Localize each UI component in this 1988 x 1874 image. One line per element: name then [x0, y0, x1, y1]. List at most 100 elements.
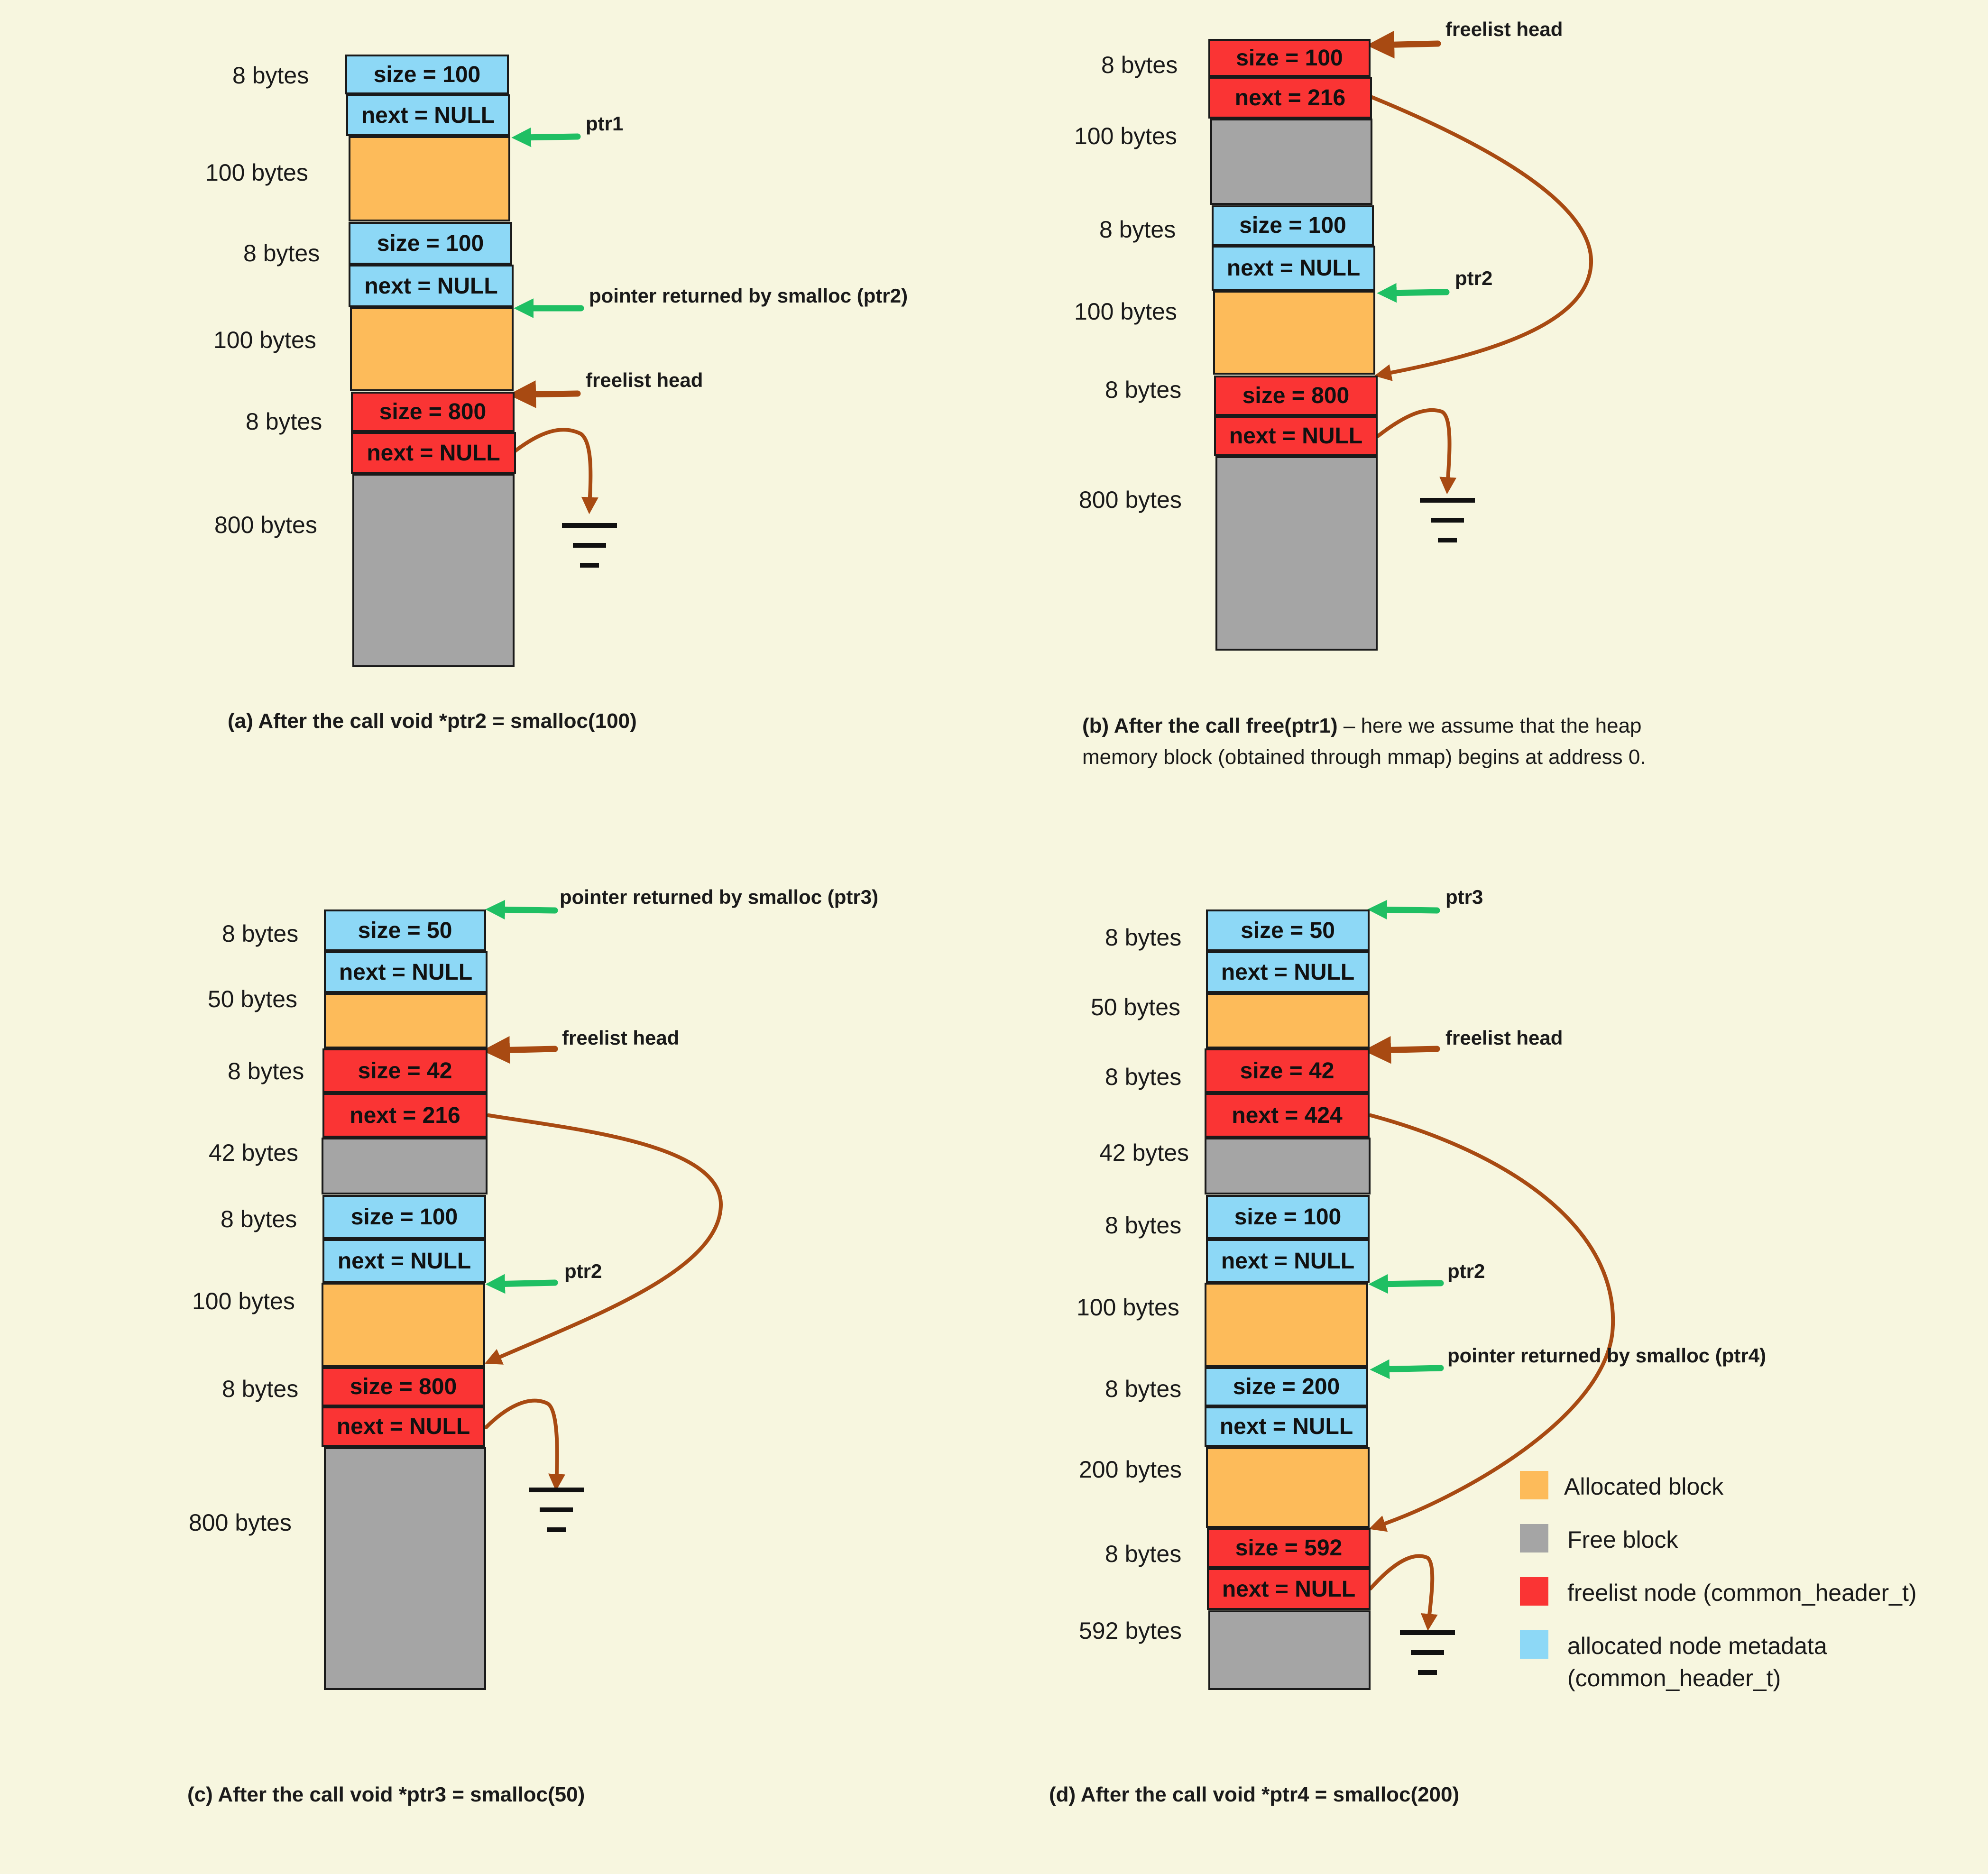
- panel-c-size-label: 8 bytes: [228, 1058, 304, 1084]
- panel-c-block: next = NULL: [322, 1239, 486, 1283]
- panel-a-size-label: 8 bytes: [243, 240, 320, 266]
- panel-d-size-label: 8 bytes: [1105, 1376, 1182, 1402]
- panel-c-block: size = 42: [322, 1048, 488, 1093]
- next-216-arrow: [1370, 95, 1593, 381]
- panel-d-annotation-ptr3: ptr3: [1445, 886, 1483, 908]
- panel-a-size-label: 100 bytes: [213, 327, 316, 353]
- pointer-arrow: [1368, 1274, 1444, 1294]
- panel-b-size-label: 8 bytes: [1101, 52, 1178, 78]
- panel-a-annotation-ptr2: pointer returned by smalloc (ptr2): [589, 285, 908, 307]
- panel-b-block: next = NULL: [1214, 416, 1378, 456]
- panel-a-size-label: 8 bytes: [246, 408, 322, 435]
- panel-b-annotation-freelist-head: freelist head: [1445, 18, 1563, 40]
- caption-a: (a) After the call void *ptr2 = smalloc(…: [228, 709, 637, 733]
- panel-d-annotation-ptr2: ptr2: [1447, 1260, 1485, 1282]
- caption-c: (c) After the call void *ptr3 = smalloc(…: [187, 1783, 585, 1806]
- panel-a-block: next = NULL: [346, 94, 510, 136]
- pointer-arrow: [1377, 283, 1450, 303]
- panel-a-block: size = 100: [345, 55, 509, 94]
- panel-d-annotation-ptr4: pointer returned by smalloc (ptr4): [1447, 1344, 1767, 1367]
- panel-a-annotation-freelist-head: freelist head: [586, 369, 703, 391]
- panel-c-block: [322, 1283, 485, 1367]
- panel-a-block: size = 100: [349, 222, 512, 265]
- panel-c-size-label: 8 bytes: [221, 1206, 297, 1232]
- caption-b-rest-1: – here we assume that the heap: [1337, 714, 1642, 737]
- caption-d: (d) After the call void *ptr4 = smalloc(…: [1049, 1783, 1460, 1806]
- panel-b-block: next = 216: [1208, 77, 1372, 119]
- caption-b: (b) After the call free(ptr1) – here we …: [1082, 710, 1646, 773]
- panel-c-size-label: 100 bytes: [192, 1288, 295, 1314]
- panel-c-block: next = NULL: [324, 951, 488, 993]
- panel-b-size-label: 100 bytes: [1074, 123, 1177, 149]
- panel-b-block: size = 800: [1214, 376, 1378, 416]
- pointer-arrow: [1367, 900, 1440, 920]
- panel-c-block: size = 100: [322, 1195, 486, 1239]
- panel-d-block: [1208, 1610, 1371, 1690]
- panel-c-block: size = 50: [324, 909, 486, 951]
- panel-d-block: size = 50: [1206, 909, 1370, 951]
- freelist-head-arrow: [508, 380, 581, 408]
- panel-b-block: [1215, 456, 1378, 651]
- panel-d-size-label: 8 bytes: [1105, 924, 1182, 951]
- panel-d-block: size = 592: [1207, 1528, 1371, 1568]
- panel-d-block: next = NULL: [1206, 951, 1370, 993]
- panel-c-annotation-freelist-head: freelist head: [562, 1027, 680, 1049]
- panel-d-size-label: 200 bytes: [1079, 1456, 1182, 1483]
- legend-label-alloc-metadata-2: (common_header_t): [1567, 1665, 1781, 1691]
- panel-d-block: size = 200: [1205, 1367, 1368, 1406]
- panel-b-size-label: 8 bytes: [1099, 216, 1176, 243]
- panel-d-block: [1206, 1447, 1370, 1528]
- panel-d-block: size = 100: [1206, 1195, 1370, 1239]
- pointer-arrow: [1370, 1359, 1444, 1379]
- panel-c-block: next = 216: [322, 1093, 488, 1138]
- panel-d-block: next = NULL: [1206, 1239, 1370, 1283]
- panel-b-annotation-ptr2: ptr2: [1455, 267, 1493, 289]
- panel-c-size-label: 42 bytes: [209, 1139, 299, 1166]
- panel-c-block: [324, 993, 488, 1048]
- next-216-arrow: [484, 1113, 723, 1365]
- panel-b-block: size = 100: [1212, 205, 1374, 246]
- panel-d-block: size = 42: [1205, 1048, 1370, 1093]
- panel-d-block: [1205, 1138, 1371, 1194]
- pointer-arrow: [511, 127, 581, 147]
- panel-c-block: next = NULL: [322, 1406, 485, 1447]
- panel-d-block: next = NULL: [1205, 1406, 1368, 1447]
- panel-d-annotation-freelist-head: freelist head: [1445, 1027, 1563, 1049]
- panel-b-block: [1213, 291, 1375, 375]
- panel-d-size-label: 50 bytes: [1091, 994, 1181, 1020]
- panel-a-block: next = NULL: [351, 432, 516, 474]
- panel-d-block: next = NULL: [1207, 1568, 1371, 1610]
- panel-c-block: [324, 1447, 486, 1690]
- panel-d-size-label: 8 bytes: [1105, 1541, 1182, 1567]
- panel-d-block: next = 424: [1205, 1093, 1370, 1138]
- legend-label-freelist-node: freelist node (common_header_t): [1567, 1580, 1917, 1606]
- panel-a-block: size = 800: [351, 392, 515, 432]
- panel-c-annotation-ptr3: pointer returned by smalloc (ptr3): [560, 886, 879, 908]
- panel-b-size-label: 8 bytes: [1105, 377, 1182, 403]
- panel-d-size-label: 100 bytes: [1077, 1294, 1179, 1321]
- next-424-arrow: [1369, 1113, 1615, 1532]
- legend-swatch-free: [1520, 1524, 1548, 1552]
- panel-b-size-label: 800 bytes: [1079, 487, 1182, 513]
- panel-a-block: [350, 307, 514, 391]
- next-null-arrow: [513, 428, 598, 514]
- next-null-arrow: [1376, 408, 1457, 495]
- panel-a-size-label: 8 bytes: [232, 62, 309, 89]
- next-null-arrow: [1369, 1554, 1438, 1631]
- freelist-head-arrow: [1366, 30, 1441, 59]
- panel-c-size-label: 50 bytes: [208, 986, 298, 1012]
- panel-d-block: [1206, 993, 1370, 1048]
- panel-c-size-label: 8 bytes: [222, 1376, 299, 1402]
- freelist-head-arrow: [1363, 1036, 1440, 1064]
- panel-c-size-label: 800 bytes: [189, 1509, 292, 1536]
- next-null-arrow: [484, 1398, 566, 1491]
- panel-c-block: [322, 1138, 488, 1194]
- legend-label-free: Free block: [1567, 1526, 1678, 1553]
- pointer-arrow: [485, 1274, 558, 1294]
- panel-a-block: [349, 136, 510, 221]
- panel-b-block: next = NULL: [1212, 246, 1375, 291]
- panel-d-block: [1205, 1283, 1368, 1367]
- panel-d-size-label: 592 bytes: [1079, 1617, 1182, 1644]
- panel-c-annotation-ptr2: ptr2: [564, 1260, 602, 1282]
